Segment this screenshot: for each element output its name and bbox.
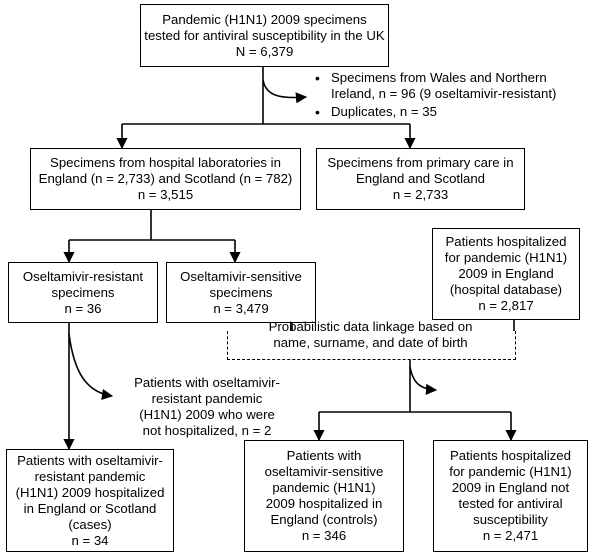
- excluded-item-duplicates: Duplicates, n = 35: [313, 104, 593, 120]
- box-not-tested: Patients hospitalized for pandemic (H1N1…: [433, 440, 588, 552]
- box-all-specimens: Pandemic (H1N1) 2009 specimens tested fo…: [140, 4, 389, 67]
- box-cases: Patients with oseltamivir- resistant pan…: [6, 449, 174, 552]
- connector-not-hospitalized-curve: [68, 333, 114, 400]
- connector-linkage-curve: [409, 366, 438, 395]
- box-data-linkage: [227, 331, 516, 360]
- data-linkage-text: Probabilistic data linkage based on name…: [268, 319, 473, 350]
- connector-exclusion-curve: [262, 79, 308, 104]
- excluded-specimens-list: Specimens from Wales and Northern Irelan…: [313, 70, 593, 122]
- not-hospitalized-note: Patients with oseltamivir- resistant pan…: [134, 375, 280, 438]
- box-hospital-specimens: Specimens from hospital laboratories in …: [30, 148, 301, 210]
- box-controls: Patients with oseltamivir-sensitive pand…: [244, 440, 404, 552]
- box-primary-care-specimens: Specimens from primary care in England a…: [316, 148, 525, 210]
- excluded-item-wales-ni: Specimens from Wales and Northern Irelan…: [313, 70, 593, 102]
- box-hospital-database: Patients hospitalized for pandemic (H1N1…: [432, 228, 580, 320]
- box-oseltamivir-resistant: Oseltamivir-resistant specimens n = 36: [8, 262, 158, 323]
- box-oseltamivir-sensitive: Oseltamivir-sensitive specimens n = 3,47…: [166, 262, 316, 323]
